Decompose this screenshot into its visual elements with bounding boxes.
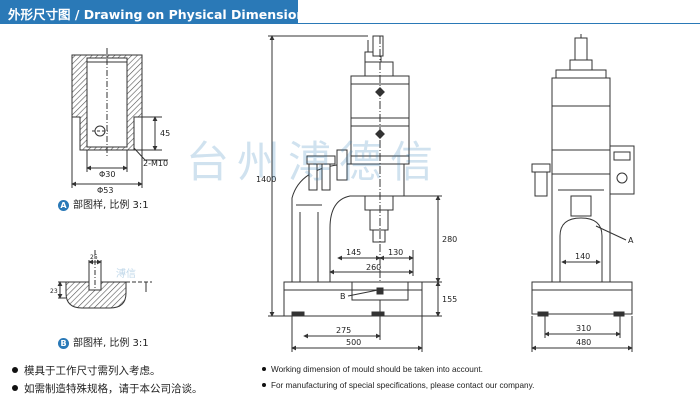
- dim-b-width: 25: [90, 254, 98, 261]
- detail-b-caption-text: 部图样, 比例 3:1: [73, 338, 149, 349]
- dim-310: 310: [576, 324, 591, 333]
- dim-275: 275: [336, 326, 351, 335]
- title-underline: [298, 23, 700, 24]
- dim-b-height: 23: [50, 288, 58, 295]
- dim-a-thread: 2-M10: [143, 159, 168, 168]
- detail-a-drawing: [71, 48, 168, 188]
- dim-a-outer: Φ53: [97, 186, 113, 195]
- side-view-drawing: [268, 35, 442, 352]
- note-en-2: For manufacturing of special specificati…: [262, 381, 534, 390]
- dim-a-height: 45: [160, 129, 170, 138]
- dim-overall-height: 1400: [256, 175, 276, 184]
- bullet-icon: [262, 367, 266, 371]
- title-bar: 外形尺寸图 / Drawing on Physical Dimensions：: [0, 0, 325, 24]
- dim-480: 480: [576, 338, 591, 347]
- page-title: 外形尺寸图 / Drawing on Physical Dimensions：: [8, 7, 326, 22]
- bullet-icon: [12, 367, 18, 373]
- watermark-small: 溥信: [116, 269, 136, 280]
- label-b: B: [340, 292, 346, 301]
- front-view-drawing: [531, 34, 635, 352]
- dim-130: 130: [388, 248, 403, 257]
- watermark: 台州溥德信: [186, 138, 441, 188]
- detail-a-caption-text: 部图样, 比例 3:1: [73, 200, 149, 211]
- detail-b-drawing: [57, 250, 152, 309]
- dim-260: 260: [366, 263, 381, 272]
- detail-b-badge: B: [58, 338, 69, 349]
- detail-a-caption: A 部图样, 比例 3:1: [58, 196, 149, 211]
- dim-500: 500: [346, 338, 361, 347]
- dim-a-inner: Φ30: [99, 170, 115, 179]
- note-zh-2: 如需制造特殊规格，请于本公司洽谈。: [12, 381, 203, 396]
- label-a: A: [628, 236, 634, 245]
- detail-b-caption: B 部图样, 比例 3:1: [58, 334, 149, 349]
- dim-140: 140: [575, 252, 590, 261]
- dim-145: 145: [346, 248, 361, 257]
- detail-a-badge: A: [58, 200, 69, 211]
- dim-280: 280: [442, 235, 457, 244]
- note-zh-1: 模具于工作尺寸需列入考虑。: [12, 363, 161, 378]
- note-en-1: Working dimension of mould should be tak…: [262, 365, 483, 374]
- bullet-icon: [262, 383, 266, 387]
- bullet-icon: [12, 385, 18, 391]
- dim-155: 155: [442, 295, 457, 304]
